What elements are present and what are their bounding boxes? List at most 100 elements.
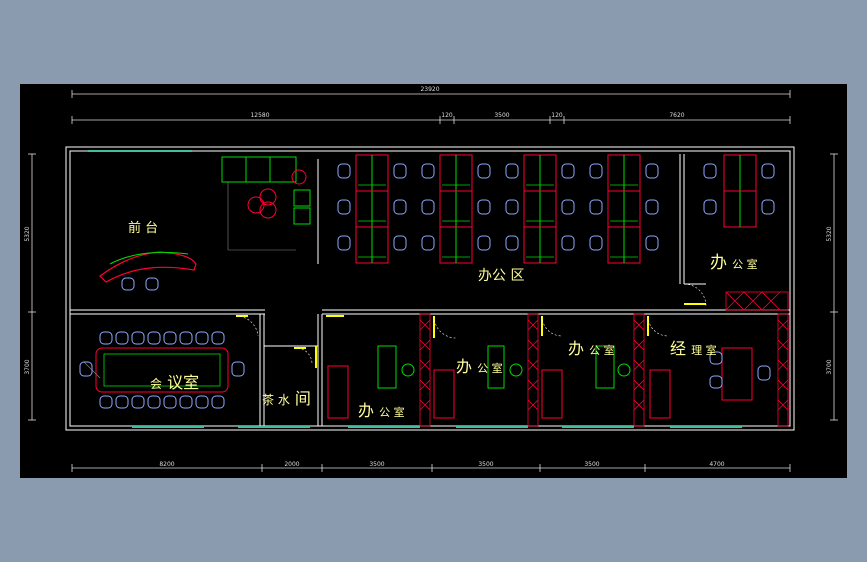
label-office-2: 办 公 室 — [456, 357, 503, 376]
workstation-chair — [645, 163, 659, 179]
workstation-chair — [703, 199, 717, 215]
label-office-2-b: 公 室 — [477, 361, 503, 375]
reception-desk — [99, 251, 197, 283]
workstation-chair — [421, 199, 435, 215]
label-office-1: 办 公 室 — [358, 401, 405, 420]
workstation-chair — [393, 199, 407, 215]
door-swings — [235, 283, 707, 365]
workstation-chair — [477, 163, 491, 179]
workstation-cluster — [355, 154, 389, 264]
workstation-chair — [703, 163, 717, 179]
label-office-ne-b: 公 室 — [732, 257, 758, 271]
workstation-chair — [589, 199, 603, 215]
workstation-chair — [505, 235, 519, 251]
workstation-chair — [589, 163, 603, 179]
label-meeting-a: 会 — [150, 377, 162, 391]
workstation-chair — [477, 235, 491, 251]
meeting-chair — [195, 395, 209, 409]
dim-left-1: 5320 — [24, 226, 31, 241]
dim-bottom-3: 3500 — [369, 461, 384, 468]
meeting-chair — [195, 331, 209, 345]
label-office-3-a: 办 — [568, 339, 584, 358]
open-office-workstations — [355, 154, 641, 264]
workstation-chair — [477, 199, 491, 215]
interior-walls — [70, 154, 790, 426]
meeting-chair — [115, 395, 129, 409]
meeting-chair — [131, 395, 145, 409]
office-chairs — [401, 363, 631, 377]
room-labels: 前 台 办公 区 办 公 室 会 议室 茶 水 间 办 公 室 办 公 室 办 … — [128, 220, 758, 420]
meeting-chair — [115, 331, 129, 345]
dim-bottom-2: 2000 — [284, 461, 299, 468]
workstation-chair — [393, 235, 407, 251]
floor-plan: 23920 12580 120 3500 120 7620 8200 2000 … — [24, 86, 838, 472]
windows — [88, 150, 742, 428]
workstation-cluster — [607, 154, 641, 264]
label-meeting: 会 议室 — [150, 373, 199, 392]
workstation-cluster — [523, 154, 557, 264]
meeting-chair — [163, 331, 177, 345]
dimension-labels: 23920 12580 120 3500 120 7620 8200 2000 … — [24, 86, 833, 468]
workstation-chair — [645, 199, 659, 215]
meeting-chair — [163, 395, 177, 409]
workstation-chair — [561, 235, 575, 251]
dim-top-2: 120 — [441, 112, 453, 119]
dim-bottom-4: 3500 — [478, 461, 493, 468]
dim-right-2: 3700 — [826, 359, 833, 374]
label-tea-a: 茶 水 — [262, 392, 290, 407]
label-manager-b: 理 室 — [691, 343, 717, 357]
label-office-1-a: 办 — [358, 401, 374, 420]
dim-right-1: 5320 — [826, 226, 833, 241]
meeting-chair — [211, 395, 225, 409]
workstation-chair — [337, 235, 351, 251]
dim-top-1: 12580 — [250, 112, 269, 119]
meeting-chair — [147, 331, 161, 345]
label-tea: 茶 水 间 — [262, 389, 311, 408]
dim-top-total: 23920 — [420, 86, 439, 93]
cad-drawing-canvas: 23920 12580 120 3500 120 7620 8200 2000 … — [20, 84, 847, 478]
meeting-chair — [79, 361, 93, 377]
label-office-ne-a: 办 — [710, 253, 727, 273]
reception-chairs — [121, 277, 159, 291]
meeting-chairs — [79, 331, 245, 409]
workstation-chair — [761, 199, 775, 215]
workstation-chair — [337, 199, 351, 215]
meeting-chair — [179, 395, 193, 409]
meeting-chair — [179, 331, 193, 345]
label-manager-a: 经 — [670, 339, 686, 358]
label-open-office: 办公 区 — [478, 268, 524, 284]
label-tea-b: 间 — [295, 389, 311, 408]
label-meeting-b: 议室 — [167, 373, 199, 392]
dim-bottom-1: 8200 — [159, 461, 174, 468]
dim-bottom-6: 4700 — [709, 461, 724, 468]
workstation-cluster — [439, 154, 473, 264]
workstation-chair — [645, 235, 659, 251]
label-office-2-a: 办 — [456, 357, 472, 376]
office-desks — [377, 345, 615, 389]
workstation-chair — [561, 199, 575, 215]
dim-bottom-5: 3500 — [584, 461, 599, 468]
meeting-chair — [99, 395, 113, 409]
workstation-chair — [561, 163, 575, 179]
workstation-chair — [421, 163, 435, 179]
office-furniture — [327, 347, 753, 419]
workstation-chair — [589, 235, 603, 251]
label-office-3: 办 公 室 — [568, 339, 615, 358]
workstation-chair — [393, 163, 407, 179]
workstation-chair — [421, 235, 435, 251]
dimension-lines — [28, 90, 838, 472]
meeting-chair — [131, 331, 145, 345]
meeting-chair — [211, 331, 225, 345]
meeting-table — [83, 347, 229, 393]
workstation-chair — [505, 199, 519, 215]
label-reception: 前 台 — [128, 220, 158, 236]
workstation-chair — [337, 163, 351, 179]
label-office-3-b: 公 室 — [589, 343, 615, 357]
meeting-chair — [99, 331, 113, 345]
workstation-chair — [761, 163, 775, 179]
dim-left-2: 3700 — [24, 359, 31, 374]
manager-chairs — [709, 351, 771, 389]
label-manager: 经 理 室 — [670, 339, 717, 358]
ne-office-workstations — [703, 154, 775, 228]
label-office-1-b: 公 室 — [379, 405, 405, 419]
